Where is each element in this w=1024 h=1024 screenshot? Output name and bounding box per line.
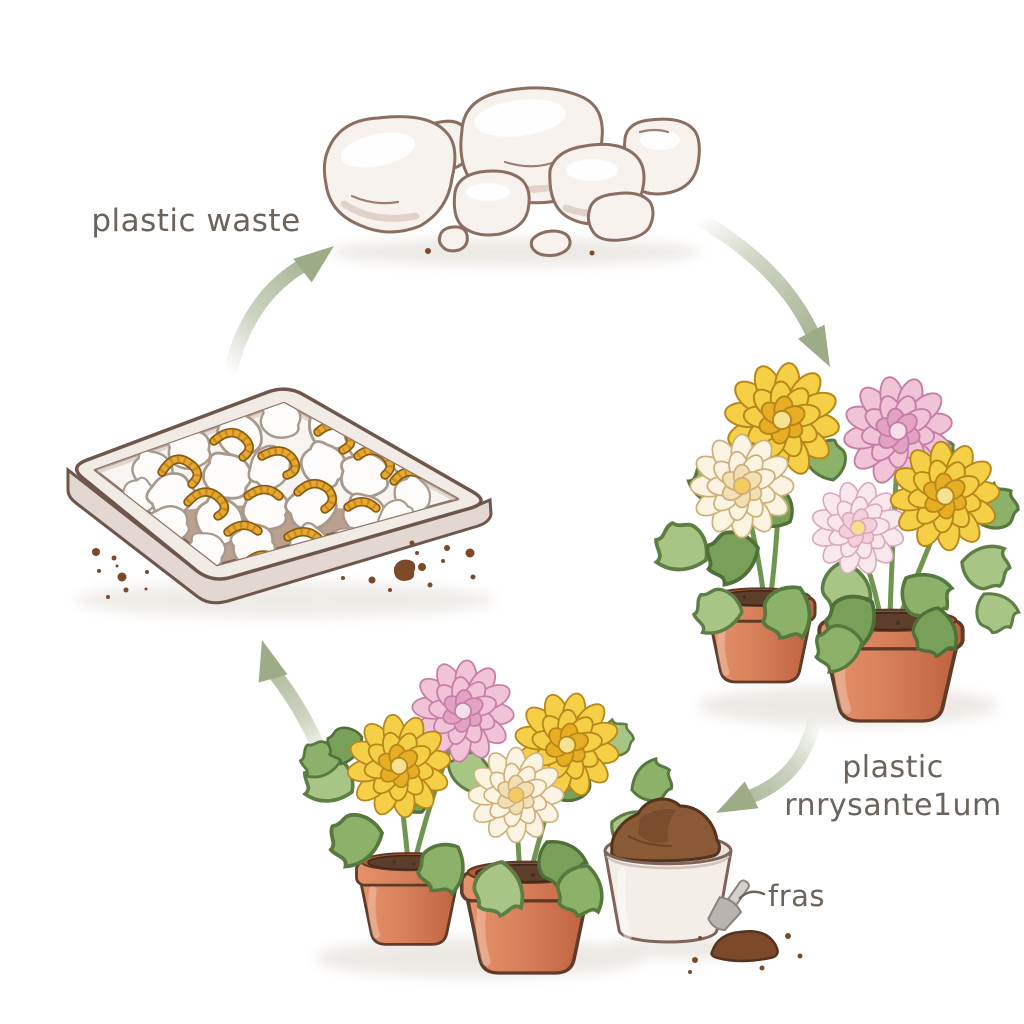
- label-plastic-chrysanthemum-line2: rnrysante1um: [784, 788, 1001, 823]
- frass-pile: [710, 930, 779, 963]
- plastic-waste-pile: [322, 86, 701, 257]
- potted-chrysanthemums-right: [644, 355, 1024, 721]
- frass-cup: [603, 797, 803, 974]
- arrow-tray-to-waste: [223, 246, 334, 379]
- label-frass: fras: [768, 879, 825, 913]
- arrowhead: [797, 324, 830, 367]
- mealworm-tray: [66, 387, 493, 605]
- frass-specks-right: [341, 540, 476, 592]
- arrowhead: [293, 246, 334, 283]
- cup-body: [603, 849, 733, 944]
- frass-scoop: [707, 879, 750, 932]
- label-plastic-chrysanthemum-line1: plastic: [842, 750, 943, 785]
- frass-specks-left: [92, 548, 149, 599]
- label-frass-connector: [738, 890, 766, 900]
- arrow-pots-to-frass: [716, 715, 821, 813]
- label-plastic-waste: plastic waste: [91, 203, 300, 239]
- arrowhead: [258, 640, 288, 683]
- arrowhead: [716, 781, 759, 813]
- potted-chrysanthemums-bottom: [293, 655, 680, 973]
- arrow-frass-to-tray: [258, 640, 331, 767]
- arrow-waste-to-pots: [696, 214, 830, 367]
